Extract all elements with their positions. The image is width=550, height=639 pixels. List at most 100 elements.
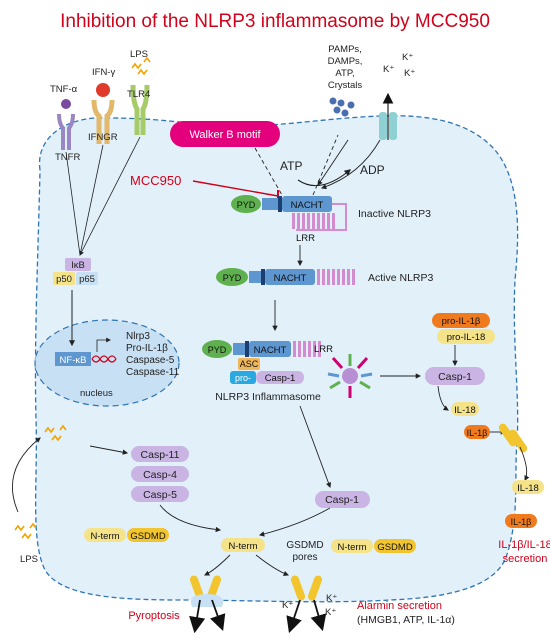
nfkb-box [55,352,91,366]
inflammasome-label: NLRP3 Inflammasome [215,391,321,403]
pamps-line: DAMPs, [328,56,363,67]
nterm-center-box [221,538,265,552]
pyd-label-3: PYD [208,345,227,355]
ifng-label: IFN-γ [92,67,115,78]
casp1-bottom-box [315,491,370,508]
k-channel [379,112,397,140]
lrr-label-1: LRR [296,233,315,244]
ifngr-label: IFNGR [88,132,118,143]
mcc950-label: MCC950 [130,173,181,188]
pamps-line: Crystals [328,80,363,91]
casp1-right-box [425,367,485,385]
tnfr-receptor [57,99,75,150]
tlr4-receptor [130,84,150,135]
active-label: Active NLRP3 [368,272,434,284]
inactive-nlrp3: PYD NACHT LRR [231,195,347,244]
casp4-label: Casp-4 [143,469,177,481]
ifngr-receptor [91,83,115,144]
tnfr-label: TNFR [55,152,80,163]
il18-pill [451,402,479,416]
lps-icon-3 [14,522,37,540]
pyroptosis-label: Pyroptosis [128,610,180,622]
p50-box [53,272,75,285]
il1b-out-pill [505,514,537,528]
pro-label: pro- [235,373,251,383]
tnfa-label: TNF-α [50,84,78,95]
pamps-line: PAMPs, [328,44,362,55]
nfkb-label: NF-κB [60,355,87,366]
k-label-2: K⁺ [383,64,394,75]
pamps-icon [329,97,355,117]
pro-il1b-pill [432,313,490,328]
lps-label-top: LPS [130,49,148,60]
nterm-center-label: N-term [228,541,257,552]
il1b-out-label: IL-1β [511,517,532,527]
nacht-label-1: NACHT [291,200,324,211]
gene-item: Pro-IL-1β [126,343,168,354]
k-label-5: K⁺ [326,593,337,604]
casp1-label-2: Casp-1 [438,371,472,383]
gene-item: Nlrp3 [126,331,150,342]
casp1-label-1: Casp-1 [265,373,296,384]
ikb-box [65,258,91,271]
inhibition-line [192,180,279,197]
lps-icon [131,56,151,76]
pamps-line: ATP, [335,68,354,79]
nterm-left-label: N-term [90,531,119,542]
pyroptosis-burst [190,594,224,607]
tlr4-label: TLR4 [127,89,150,100]
casp5-label: Casp-5 [143,489,177,501]
lrr-label-3: LRR [314,344,333,355]
nterm-left-box [84,528,126,542]
gsdmd-left-box [127,528,169,542]
nterm-right-box [331,539,373,553]
active-nlrp3: PYD NACHT [216,268,355,286]
lps-icon-2 [44,424,67,442]
nucleus-label: nucleus [80,388,113,399]
walker-b-badge [170,121,280,147]
pro-il1b-label: pro-IL-1β [442,316,481,327]
secretion-pore [498,423,528,453]
adp-label: ADP [360,163,385,177]
pro-il18-label: pro-IL-18 [447,332,486,343]
p65-box [76,272,98,285]
pamps-label: PAMPs,DAMPs,ATP,Crystals [328,44,363,91]
nacht-label-3: NACHT [254,345,287,356]
il18-out-pill [512,480,544,494]
k-label-6: K⁺ [325,607,336,618]
lps-label-bottom: LPS [20,554,38,565]
asc-label: ASC [240,359,259,369]
pro-il18-pill [437,329,495,344]
alarmin-sub-label: (HMGB1, ATP, IL-1α) [357,614,455,626]
ikb-label: IκB [71,260,85,271]
nlrp3-inflammasome: PYD NACHT LRR ASC pro- Casp-1 [202,340,333,384]
gene-item: Caspase-5 [126,355,175,366]
casp4-box [131,466,189,482]
atp-label: ATP [280,159,302,173]
casp5-box [131,486,189,502]
casp11-label: Casp-11 [141,449,180,461]
alarmin-label: Alarmin secretion [357,600,442,612]
gsdmd-right-label: GSDMD [377,542,413,553]
nterm-right-label: N-term [337,542,366,553]
nacht-label-2: NACHT [274,273,307,284]
il18-label: IL-18 [454,405,476,416]
page-title: Inhibition of the NLRP3 inflammasome by … [60,11,490,32]
pyd-label-2: PYD [223,273,242,283]
k-label-4: K⁺ [282,600,293,611]
pyd-label-1: PYD [237,200,256,210]
k-label-3: K⁺ [404,68,415,79]
il1b-pill [464,425,490,439]
p50-label: p50 [56,274,72,285]
gsdmd-right-box [374,539,416,553]
k-label-1: K⁺ [402,52,413,63]
il1b-label: IL-1β [467,428,488,438]
walker-b-label: Walker B motif [189,129,261,141]
casp11-box [131,446,189,462]
gene-item: Caspase-11 [126,367,180,378]
casp1-label-3: Casp-1 [325,494,359,506]
inflammasome-assembly-icon [327,354,373,398]
